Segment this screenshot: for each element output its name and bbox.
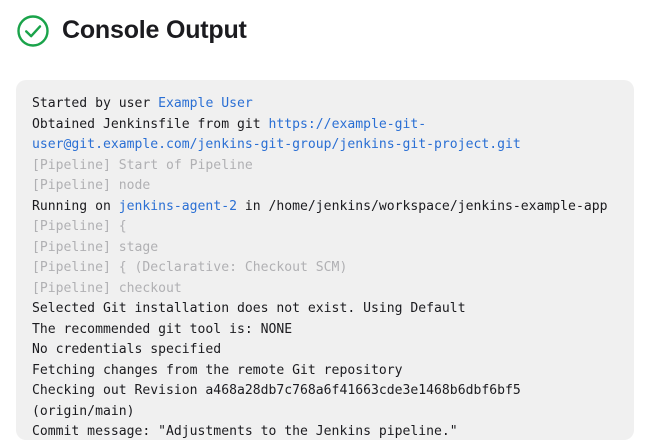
log-text: [Pipeline] {	[32, 219, 127, 234]
log-link[interactable]: Example User	[158, 96, 253, 111]
log-text: Selected Git installation does not exist…	[32, 301, 466, 316]
log-line-started-by-user: Started by user Example User	[32, 94, 618, 115]
log-line-recommended-git-tool: The recommended git tool is: NONE	[32, 320, 618, 341]
log-line-no-credentials-specified: No credentials specified	[32, 340, 618, 361]
log-text: Started by user	[32, 96, 159, 111]
log-text: Commit message: "Adjustments to the Jenk…	[32, 424, 458, 439]
log-line-commit-message: Commit message: "Adjustments to the Jenk…	[32, 422, 618, 440]
log-link[interactable]: https://example-git-user@git.example.com…	[32, 116, 521, 153]
log-line-pipeline-declarative-checkout-scm: [Pipeline] { (Declarative: Checkout SCM)	[32, 258, 618, 279]
log-line-pipeline-start-of-pipeline: [Pipeline] Start of Pipeline	[32, 156, 618, 177]
log-text: Running on	[32, 198, 119, 214]
log-line-checking-out-revision: Checking out Revision a468a28db7c768a6f4…	[32, 381, 618, 422]
log-line-pipeline-checkout: [Pipeline] checkout	[32, 279, 618, 300]
log-line-pipeline-open-brace: [Pipeline] {	[32, 217, 618, 238]
log-text: Obtained Jenkinsfile from git	[32, 116, 269, 132]
log-text: [Pipeline] Start of Pipeline	[32, 157, 253, 173]
log-text: No credentials specified	[32, 342, 222, 357]
page-title: Console Output	[62, 16, 247, 44]
log-line-selected-git-installation: Selected Git installation does not exist…	[32, 299, 618, 320]
log-text: [Pipeline] checkout	[32, 280, 182, 296]
log-line-obtained-jenkinsfile: Obtained Jenkinsfile from git https://ex…	[32, 115, 618, 156]
log-line-pipeline-node: [Pipeline] node	[32, 176, 618, 197]
log-link[interactable]: jenkins-agent-2	[118, 198, 237, 214]
log-line-running-on-agent: Running on jenkins-agent-2 in /home/jenk…	[32, 197, 618, 218]
log-text: in /home/jenkins/workspace/jenkins-examp…	[236, 198, 608, 214]
log-text: The recommended git tool is: NONE	[32, 321, 293, 337]
log-line-fetching-changes: Fetching changes from the remote Git rep…	[32, 361, 618, 382]
log-text: [Pipeline] node	[32, 178, 151, 193]
log-line-pipeline-stage: [Pipeline] stage	[32, 238, 618, 259]
log-text: [Pipeline] stage	[32, 239, 159, 255]
page-header: Console Output	[0, 0, 650, 48]
check-circle-icon	[17, 14, 49, 47]
log-text: [Pipeline] { (Declarative: Checkout SCM)	[32, 260, 348, 275]
log-text: Checking out Revision a468a28db7c768a6f4…	[32, 383, 529, 419]
log-text: Fetching changes from the remote Git rep…	[32, 362, 403, 378]
